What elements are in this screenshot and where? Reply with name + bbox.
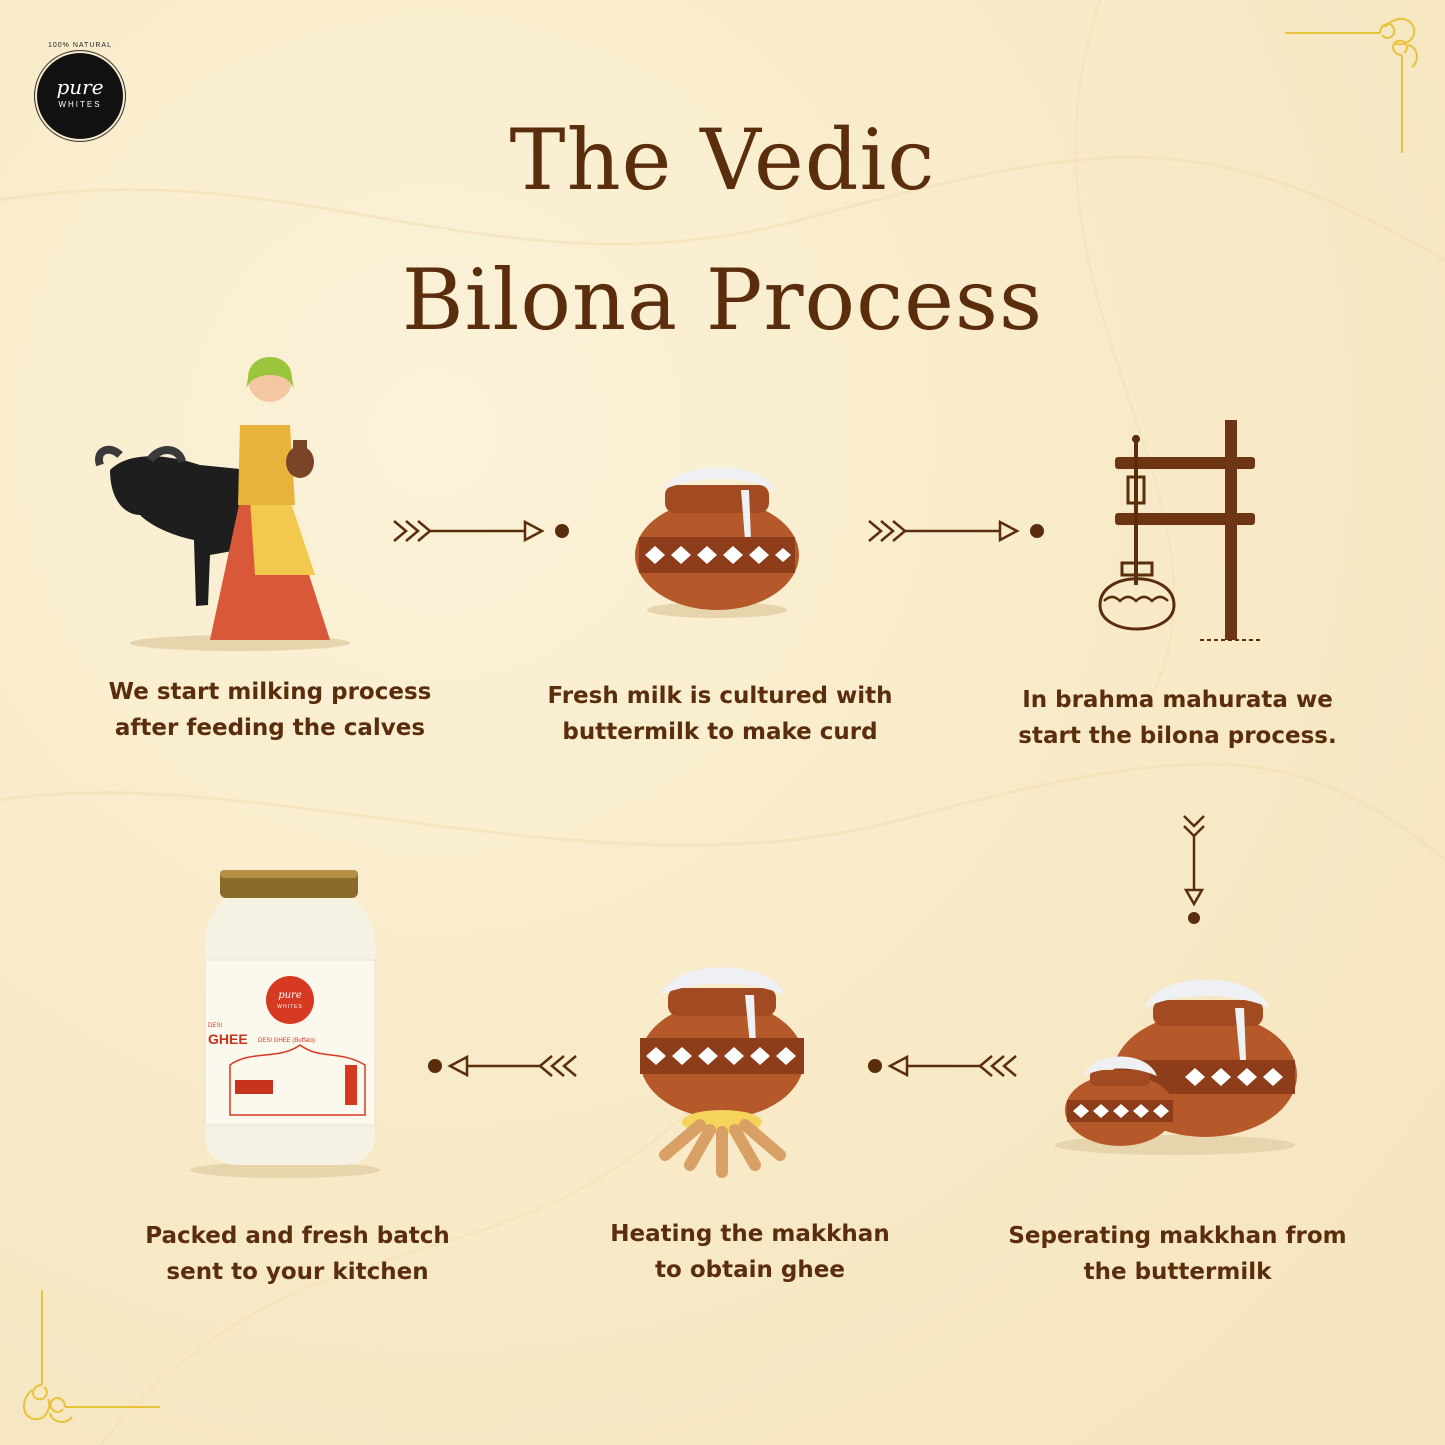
step-4-line2: the buttermilk <box>1083 1259 1272 1285</box>
step-6-caption: Packed and fresh batch sent to your kitc… <box>125 1218 470 1290</box>
arrow-left-1 <box>868 1054 1017 1078</box>
jar-tag: DESI <box>208 1023 223 1029</box>
makkhan-pots-illustration <box>1055 979 1297 1155</box>
corner-ornament-bottom-left <box>23 1290 160 1423</box>
step-3-line2: start the bilona process. <box>1018 723 1337 749</box>
milkmaid-buffalo-illustration <box>95 357 350 651</box>
step-2-line1: Fresh milk is cultured with <box>547 683 893 709</box>
arrow-right-2 <box>868 519 1044 543</box>
brand-top-text: 100% NATURAL <box>47 42 112 49</box>
step-1-caption: We start milking process after feeding t… <box>90 674 450 746</box>
corner-ornament-top-right <box>1285 18 1418 153</box>
ghee-jar-product: pure WHITES DESI GHEE DESI GHEE (Buffalo… <box>150 865 380 1180</box>
step-3-caption: In brahma mahurata we start the bilona p… <box>1000 682 1355 754</box>
jar-brand-sub: WHITES <box>277 1004 303 1010</box>
step-1-line1: We start milking process <box>108 679 432 705</box>
curd-pot-illustration <box>635 467 799 618</box>
arrow-down <box>1183 815 1205 924</box>
brand-logo: pure WHITES <box>37 53 123 139</box>
step-6-line2: sent to your kitchen <box>166 1259 429 1285</box>
arrow-right-1 <box>393 519 569 543</box>
step-4-caption: Seperating makkhan from the buttermilk <box>990 1218 1365 1290</box>
step-1-line2: after feeding the calves <box>114 715 426 741</box>
step-5-caption: Heating the makkhan to obtain ghee <box>580 1216 920 1288</box>
step-6-line1: Packed and fresh batch <box>145 1223 450 1249</box>
jar-shape <box>190 870 380 1178</box>
page-title-line2: Bilona Process <box>401 251 1044 349</box>
bilona-churn-icon <box>1098 420 1260 641</box>
jar-label: DESI GHEE (Buffalo) <box>258 1038 315 1044</box>
jar-short: GHEE <box>208 1031 248 1047</box>
arrow-left-2 <box>428 1054 577 1078</box>
step-5-line1: Heating the makkhan <box>610 1221 890 1247</box>
ghee-heating-illustration <box>640 967 804 1178</box>
step-4-line1: Seperating makkhan from <box>1008 1223 1347 1249</box>
jar-brand: pure <box>278 990 302 1001</box>
step-2-line2: buttermilk to make curd <box>562 719 878 745</box>
brand-sub: WHITES <box>58 100 102 109</box>
step-5-line2: to obtain ghee <box>655 1257 845 1283</box>
step-2-caption: Fresh milk is cultured with buttermilk t… <box>530 678 910 750</box>
page-title-line1: The Vedic <box>509 111 936 209</box>
brand-name: pure <box>56 75 104 99</box>
step-3-line1: In brahma mahurata we <box>1022 687 1333 713</box>
